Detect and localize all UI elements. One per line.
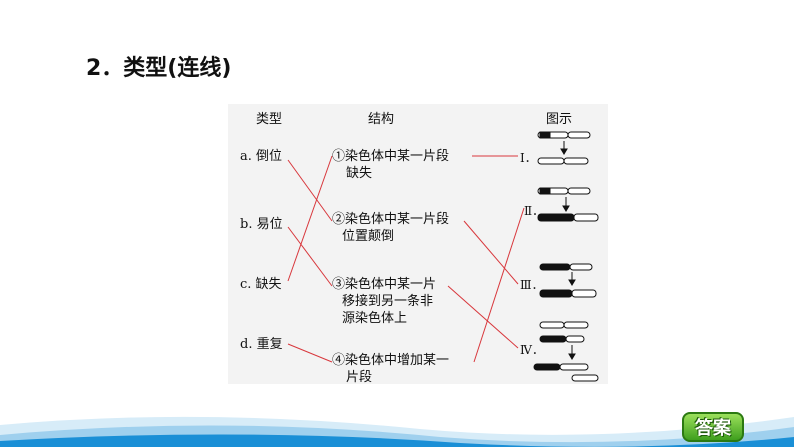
line-4-to-ii xyxy=(474,208,524,362)
line-b-to-3 xyxy=(288,227,332,286)
chromosome-iv-before xyxy=(540,322,588,342)
chromosome-i-after xyxy=(538,158,588,164)
decorative-wave-footer xyxy=(0,407,794,447)
section-heading: 2．类型(连线) xyxy=(86,50,231,82)
connection-and-chromosome-graphics xyxy=(228,104,608,384)
chromosome-iv-after xyxy=(534,364,598,381)
line-c-to-1 xyxy=(288,156,332,281)
answer-button[interactable]: 答案 xyxy=(682,412,744,442)
chromosome-i-before xyxy=(538,132,590,138)
chromosome-variation-figure: 类型 结构 图示 a. 倒位 b. 易位 c. 缺失 d. 重复 ①染色体中某一… xyxy=(228,104,608,384)
line-d-to-4 xyxy=(288,344,332,362)
chromosome-ii-after xyxy=(538,214,598,221)
line-a-to-2 xyxy=(288,160,332,221)
chromosome-ii-before xyxy=(538,188,590,194)
chromosome-iii-before xyxy=(540,264,592,270)
chromosome-iii-after xyxy=(540,290,596,297)
line-3-to-iv xyxy=(448,286,518,348)
